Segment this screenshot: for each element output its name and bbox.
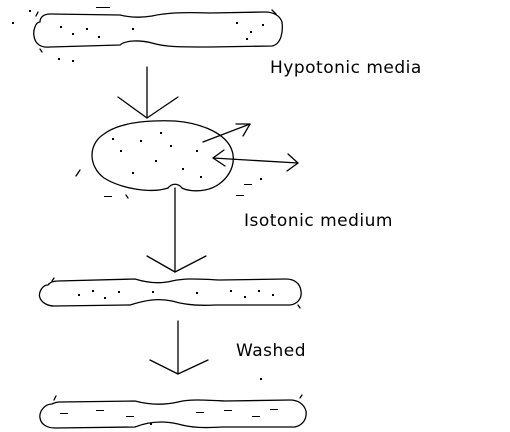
intact-cell [34,10,283,52]
down-arrow-2 [147,188,206,272]
swollen-lysed-cell [76,121,233,198]
down-arrow-1 [118,67,178,118]
resealed-cell [39,278,301,308]
washed-ghost-cell [40,395,306,428]
cell-content-dots [12,7,278,425]
diffusion-arrows [203,124,298,171]
step-label-hypotonic: Hypotonic media [270,60,422,77]
step-label-washed: Washed [236,343,306,360]
down-arrow-3 [150,321,208,374]
step-label-isotonic: Isotonic medium [244,213,393,230]
